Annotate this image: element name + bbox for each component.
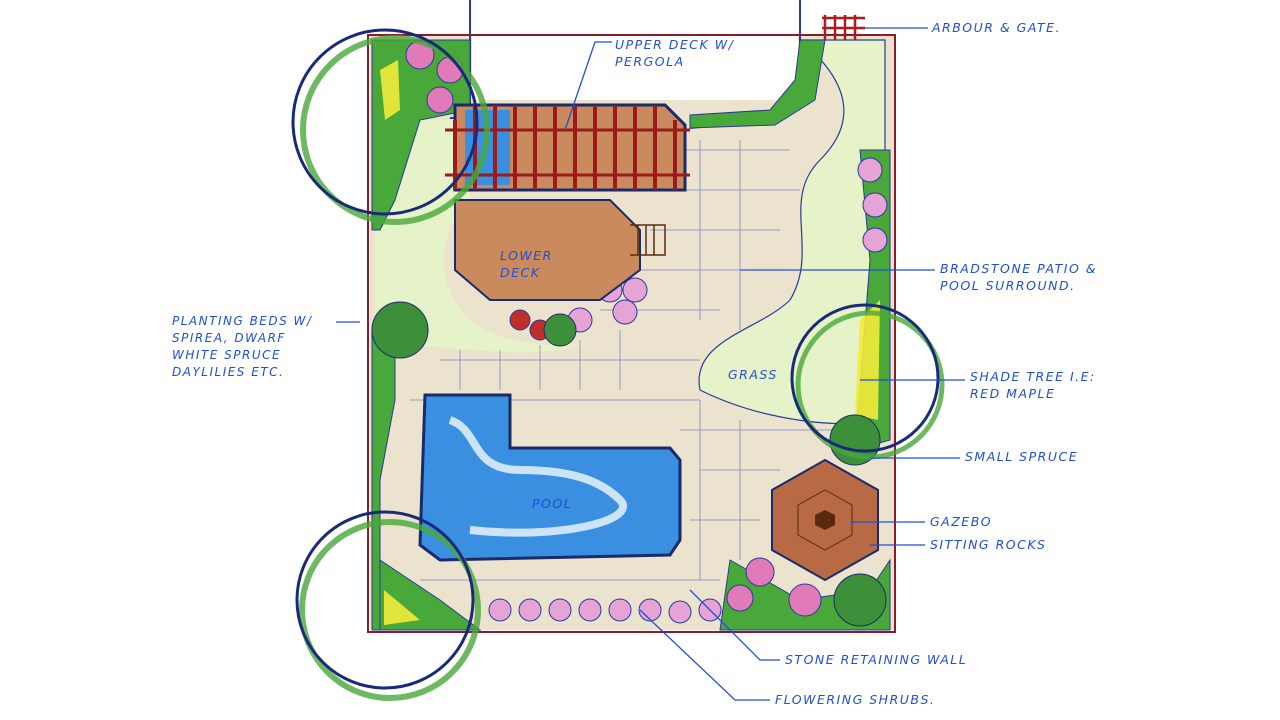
label-shade-tree: SHADE TREE i.e: RED MAPLE	[970, 368, 1096, 402]
label-line: DECK	[500, 265, 541, 280]
label-lower-deck: LOWER DECK	[500, 247, 553, 281]
deck-stairs	[630, 224, 666, 256]
property-line	[367, 34, 896, 633]
leader-lines	[336, 27, 965, 701]
label-line: RED MAPLE	[970, 386, 1056, 401]
lower-deck	[454, 199, 641, 301]
label-line: PLANTING BEDS w/	[172, 314, 313, 328]
spruce-trees	[371, 301, 887, 627]
label-line: SPIREA, DWARF	[172, 331, 286, 345]
label-line: DAYLILIES ETC.	[172, 365, 285, 379]
grass-area-right	[698, 39, 886, 425]
label-line: BRADSTONE PATIO &	[940, 261, 1098, 276]
label-line: LOWER	[500, 248, 553, 263]
arbour-gate	[822, 15, 865, 40]
grass-area-left	[375, 120, 600, 353]
label-small-spruce: SMALL SPRUCE	[965, 449, 1079, 464]
label-line: WHITE SPRUCE	[172, 348, 282, 362]
label-line: UPPER DECK w/	[615, 37, 735, 52]
label-flowering-shrubs: FLOWERING SHRUBS.	[775, 692, 936, 707]
tree-canopies	[291, 28, 945, 701]
label-sitting-rocks: SITTING ROCKS	[930, 537, 1047, 552]
label-pool: POOL	[532, 496, 573, 511]
label-line: PERGOLA	[615, 54, 685, 69]
label-line: POOL SURROUND.	[940, 278, 1076, 293]
label-grass: GRASS	[728, 367, 778, 382]
label-upper-deck: UPPER DECK w/ PERGOLA	[615, 36, 734, 70]
patio-paving-lines	[410, 140, 860, 581]
label-patio: BRADSTONE PATIO & POOL SURROUND.	[940, 260, 1097, 294]
label-planting-beds: PLANTING BEDS w/ SPIREA, DWARF WHITE SPR…	[172, 313, 312, 381]
label-retaining-wall: STONE RETAINING WALL	[785, 652, 968, 667]
label-gazebo: GAZEBO	[930, 514, 993, 529]
label-arbour-gate: ARBOUR & GATE.	[932, 20, 1062, 35]
label-line: SHADE TREE i.e:	[970, 369, 1096, 384]
